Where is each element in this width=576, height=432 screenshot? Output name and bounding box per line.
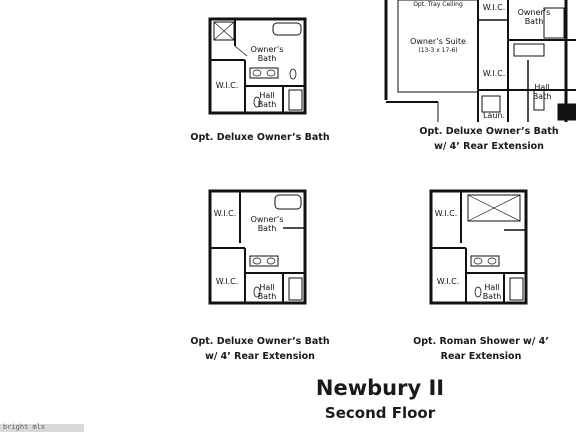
room-wic: W.I.C.: [483, 3, 506, 12]
floor-plan-deluxe-owners-bath-extension: Opt. Tray Ceiling Owner’s Suite (13-3 x …: [378, 0, 576, 122]
room-label-line: Owner’s: [518, 8, 551, 17]
room-label-line: Hall: [259, 283, 274, 292]
room-laundry: Laun.: [483, 111, 505, 120]
room-label-line: Hall: [484, 283, 499, 292]
room-wic: W.I.C.: [435, 209, 458, 218]
plan-label: Opt. Roman Shower w/ 4’ Rear Extension: [413, 336, 549, 362]
room-wic: W.I.C.: [214, 209, 237, 218]
room-label-line: Owner’s: [251, 215, 284, 224]
plan-label: Opt. Deluxe Owner’s Bath: [190, 132, 330, 143]
room-label-line: Bath: [533, 92, 552, 101]
room-owners-suite-dimensions: (13-3 x 17-6): [418, 47, 457, 54]
watermark-text: bright mls: [3, 423, 46, 431]
room-owners-suite: Owner’s Suite: [410, 37, 466, 46]
room-label-line: Bath: [483, 292, 502, 301]
plan-label: Opt. Deluxe Owner’s Bath w/ 4’ Rear Exte…: [419, 126, 559, 152]
room-label-line: Bath: [258, 54, 277, 63]
room-label-line: Hall: [534, 83, 549, 92]
room-wic: W.I.C.: [216, 277, 239, 286]
room-label-line: Owner’s: [251, 45, 284, 54]
room-label-line: Bath: [525, 17, 544, 26]
floor-subtitle: Second Floor: [324, 404, 436, 422]
watermark-logo: bright mls: [0, 423, 84, 432]
room-label-line: Bath: [258, 224, 277, 233]
room-wic: W.I.C.: [437, 277, 460, 286]
floor-plan-drawing: Opt. Tray Ceiling Owner’s Suite (13-3 x …: [384, 0, 576, 122]
room-label-line: Hall: [259, 91, 274, 100]
room-label-line: Bath: [258, 100, 277, 109]
plan-label: Opt. Deluxe Owner’s Bath w/ 4’ Rear Exte…: [190, 336, 330, 362]
room-label-line: Bath: [258, 292, 277, 301]
model-name-title: Newbury II: [315, 376, 445, 400]
room-wic: W.I.C.: [483, 69, 506, 78]
room-tray-ceiling: Opt. Tray Ceiling: [413, 1, 463, 8]
room-wic: W.I.C.: [216, 81, 239, 90]
